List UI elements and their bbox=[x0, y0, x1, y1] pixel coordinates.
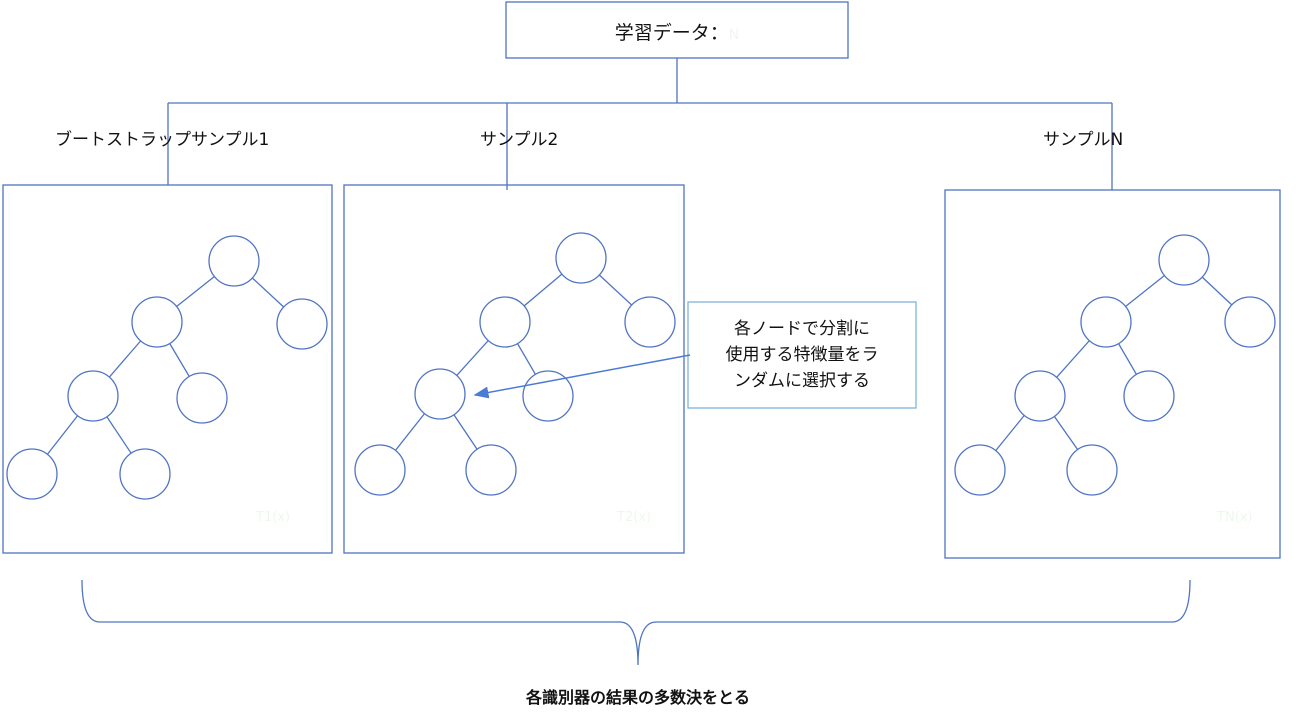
tree-node bbox=[1014, 370, 1066, 422]
tree-node bbox=[555, 232, 607, 284]
tree-node bbox=[276, 298, 328, 350]
tree-node bbox=[131, 296, 183, 348]
tree-node bbox=[176, 372, 228, 424]
sample-label-2: サンプル2 bbox=[480, 130, 559, 150]
sample-label-n: サンプルN bbox=[1043, 130, 1124, 150]
tree-label-1: T1(x) bbox=[256, 510, 291, 525]
sample-box-n bbox=[944, 189, 1281, 559]
training-data-label: 学習データ：N bbox=[506, 18, 848, 45]
tree-node bbox=[1123, 370, 1175, 422]
tree-node bbox=[479, 296, 531, 348]
callout-arrow bbox=[473, 354, 691, 399]
callout-line: ンダムに選択する bbox=[734, 371, 870, 391]
tree-node bbox=[1158, 234, 1210, 286]
tree-node bbox=[6, 448, 58, 500]
sample-box-1 bbox=[2, 184, 333, 554]
tree-node bbox=[67, 370, 119, 422]
sample-box-2 bbox=[343, 184, 685, 554]
sample-label-1: ブートストラップサンプル1 bbox=[55, 130, 270, 150]
tree-node bbox=[1224, 296, 1276, 348]
tree-node bbox=[208, 235, 260, 287]
callout-line: 各ノードで分割に bbox=[734, 319, 870, 339]
tree-label-2: T2(x) bbox=[617, 510, 652, 525]
callout-text: 各ノードで分割に 使用する特徴量をラ ンダムに選択する bbox=[688, 316, 916, 394]
tree-node bbox=[354, 444, 406, 496]
tree-node bbox=[465, 444, 517, 496]
callout-line: 使用する特徴量をラ bbox=[725, 345, 879, 365]
conclusion-text: 各識別器の結果の多数決をとる bbox=[525, 688, 750, 707]
tree-node bbox=[954, 444, 1006, 496]
training-data-symbol: N bbox=[728, 27, 740, 43]
tree-node bbox=[1080, 296, 1132, 348]
tree-label-n: TN(x) bbox=[1217, 510, 1253, 525]
tree-node bbox=[414, 368, 466, 420]
training-data-title: 学習データ： bbox=[614, 22, 729, 44]
tree-node bbox=[1066, 444, 1118, 496]
tree-node bbox=[624, 296, 676, 348]
connector-lines bbox=[167, 58, 1113, 190]
tree-node bbox=[119, 448, 171, 500]
majority-brace bbox=[81, 579, 1191, 666]
